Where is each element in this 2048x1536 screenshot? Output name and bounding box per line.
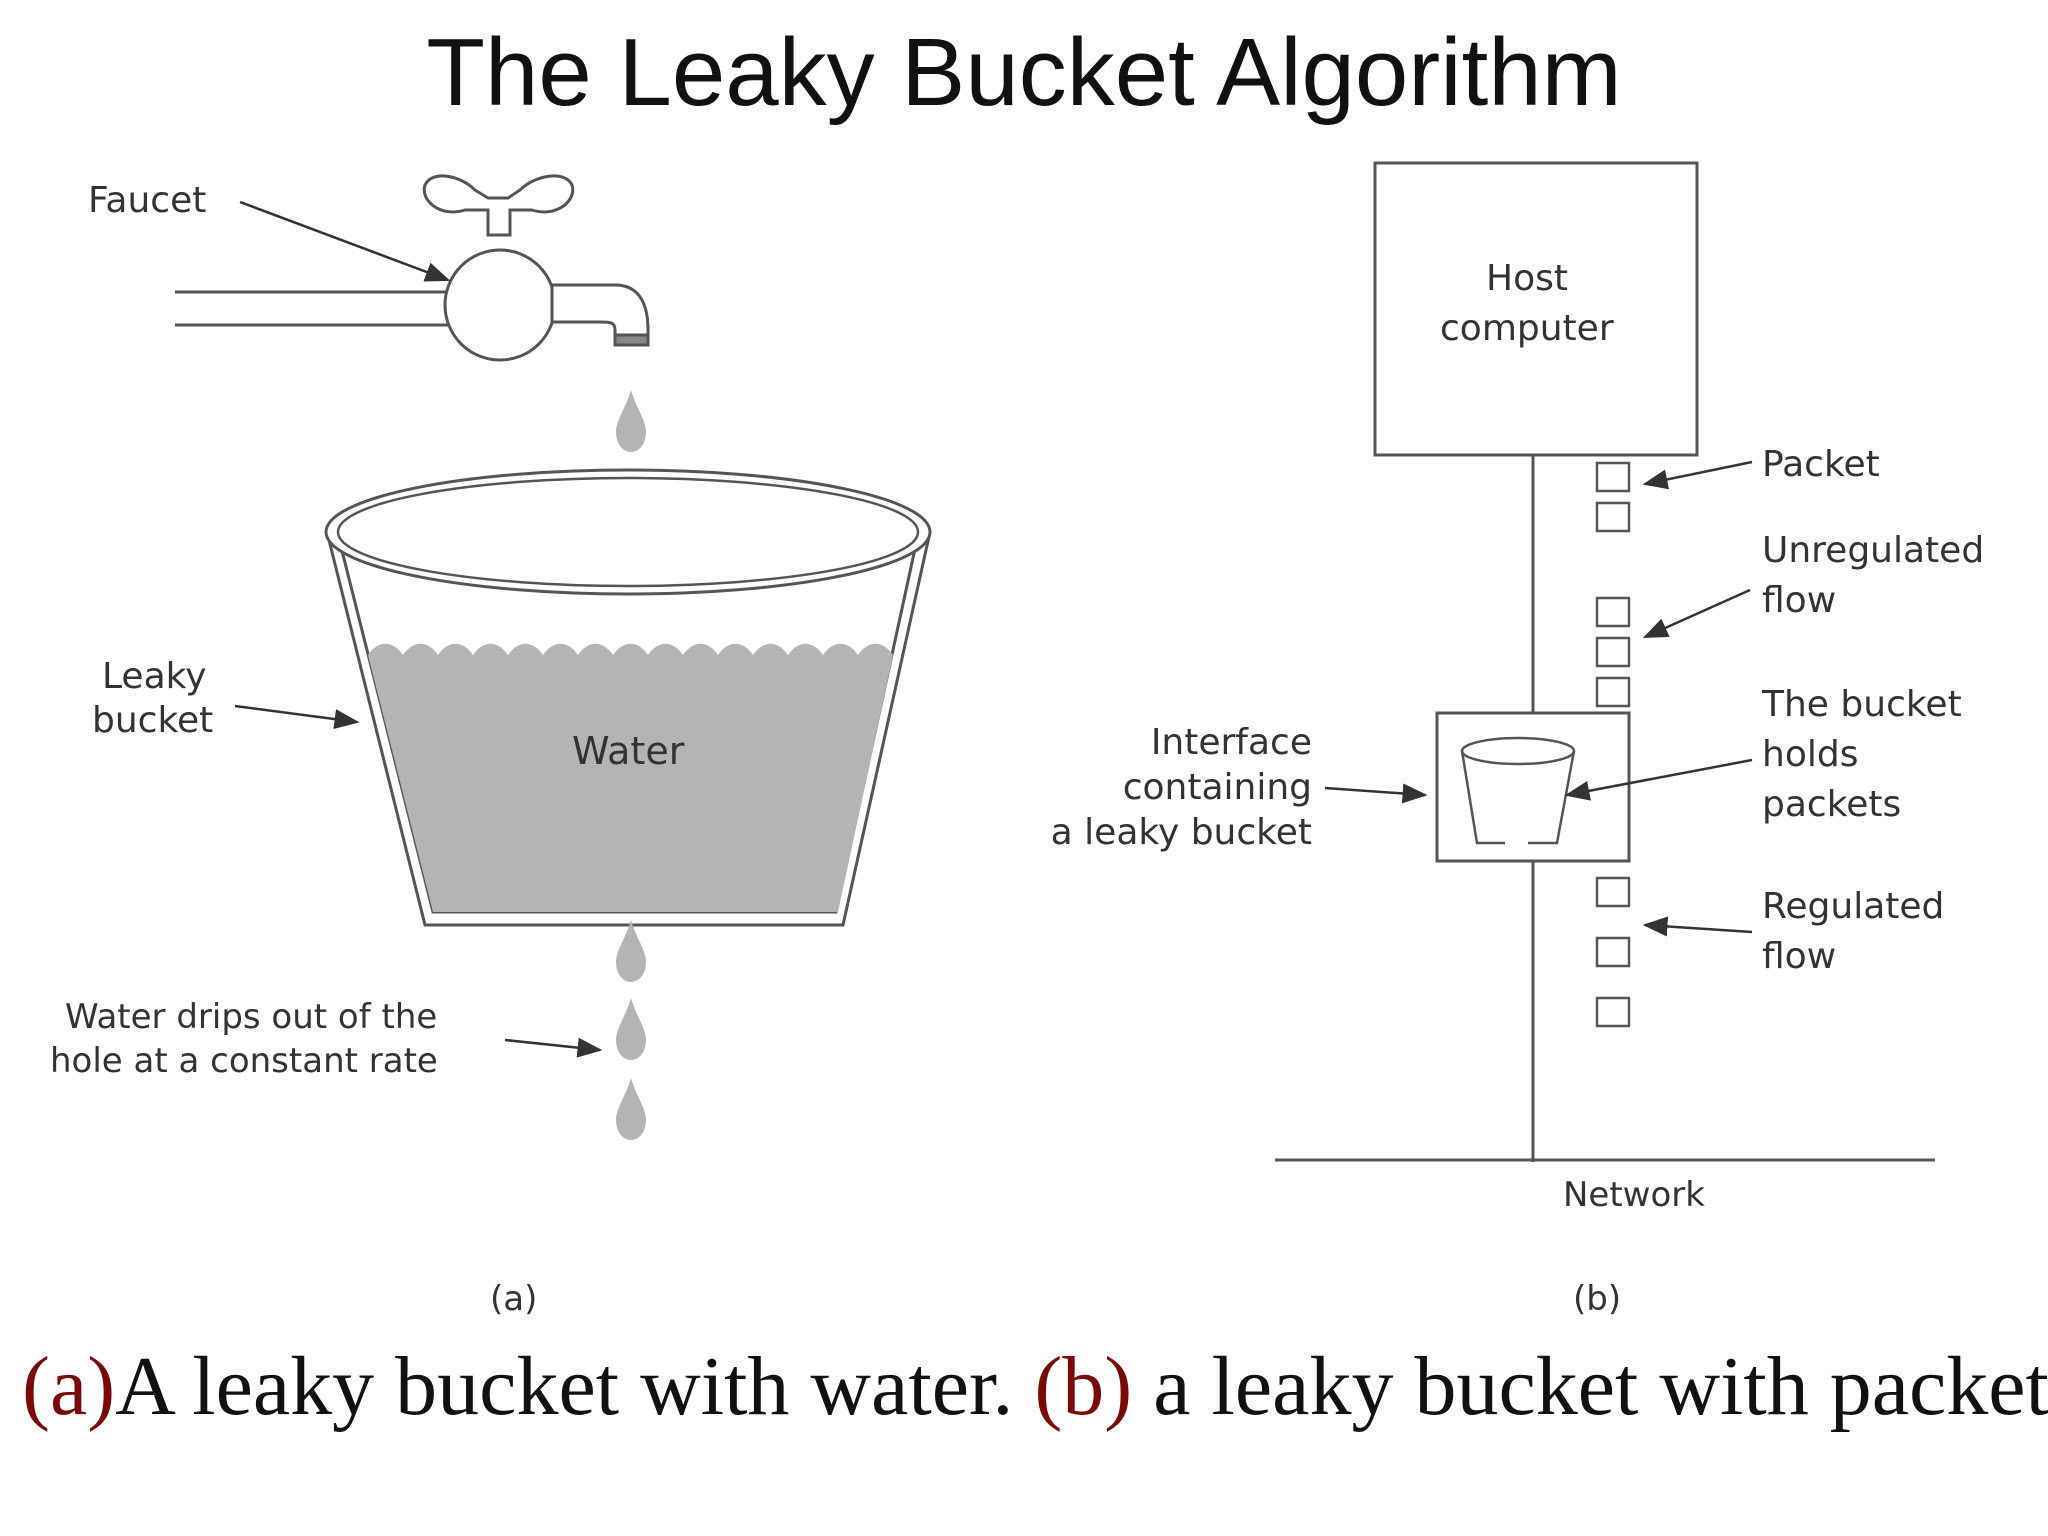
unregulated-label-line2: flow <box>1762 580 1836 621</box>
page-title: The Leaky Bucket Algorithm <box>426 19 1622 126</box>
packet <box>1595 461 1631 493</box>
bucket-label-line2: bucket <box>92 700 213 741</box>
packet <box>1595 676 1631 708</box>
bucket-holds-arrow <box>1564 758 1753 801</box>
water-drop-icon <box>616 390 646 452</box>
caption-tag-b: (b) <box>1034 1340 1133 1433</box>
packet <box>1595 876 1631 908</box>
holds-label-line1: The bucket <box>1761 684 1962 725</box>
unregulated-arrow <box>1642 588 1751 639</box>
interface-box <box>1435 711 1631 863</box>
regulated-label-line2: flow <box>1762 936 1836 977</box>
caption-tag-a: (a) <box>22 1340 116 1433</box>
host-computer-box <box>1373 161 1699 457</box>
water-label: Water <box>572 729 685 773</box>
drip-arrow <box>504 1037 603 1058</box>
bucket-label-line1: Leaky <box>102 656 207 697</box>
packet <box>1595 501 1631 533</box>
interface-arrow <box>1324 783 1428 804</box>
regulated-label-line1: Regulated <box>1762 886 1944 927</box>
drip-label-line1: Water drips out of the <box>65 997 437 1037</box>
holds-label-line3: packets <box>1762 784 1901 825</box>
interface-label-line2: containing <box>1123 767 1312 808</box>
bucket-icon <box>324 468 932 927</box>
packet <box>1595 596 1631 628</box>
packet-arrow <box>1642 460 1753 490</box>
host-label-line1: Host <box>1486 258 1568 299</box>
faucet-icon <box>175 174 650 362</box>
interface-label-line1: Interface <box>1151 722 1312 763</box>
host-label-line2: computer <box>1440 308 1614 349</box>
figure-caption: (a)A leaky bucket with water. (b) a leak… <box>22 1338 2048 1435</box>
interface-label-line3: a leaky bucket <box>1051 812 1312 853</box>
packet <box>1595 636 1631 668</box>
unregulated-label-line1: Unregulated <box>1762 530 1984 571</box>
network-label: Network <box>1563 1175 1705 1215</box>
water-drop-icon <box>616 998 646 1060</box>
panel-b-label: (b) <box>1573 1279 1621 1319</box>
regulated-arrow <box>1642 916 1753 937</box>
water-drop-icon <box>616 920 646 982</box>
caption-text-a: A leaky bucket with water. <box>115 1340 1035 1433</box>
packet <box>1595 996 1631 1028</box>
packet <box>1595 936 1631 968</box>
water-drop-icon <box>616 1078 646 1140</box>
faucet-arrow <box>239 200 451 282</box>
drip-label-line2: hole at a constant rate <box>50 1041 438 1081</box>
holds-label-line2: holds <box>1762 734 1858 775</box>
caption-text-b: a leaky bucket with packets. <box>1132 1340 2048 1433</box>
faucet-label: Faucet <box>88 180 206 221</box>
packet-label: Packet <box>1762 444 1880 485</box>
bucket-arrow <box>234 704 360 729</box>
panel-a-label: (a) <box>490 1279 537 1319</box>
